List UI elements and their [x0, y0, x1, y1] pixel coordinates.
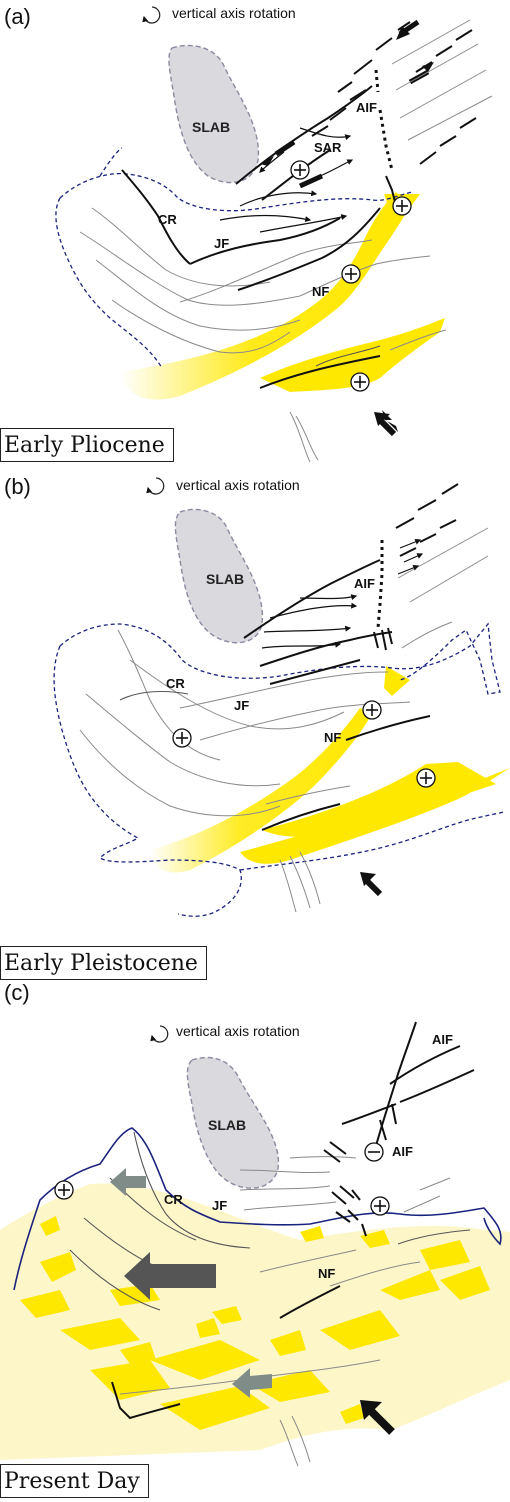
nf-label: NF: [324, 730, 341, 745]
yellow-wedge-top: [384, 666, 410, 696]
thrust-faults-b: [243, 483, 459, 831]
aif-fault-a: [374, 69, 394, 171]
panel-a: (a) vertical axis rotation SLAB: [4, 4, 493, 463]
panel-a-rotation-label: vertical axis rotation: [172, 5, 296, 21]
plus-circle-icon: [54, 1180, 74, 1200]
jf-label: JF: [214, 236, 229, 251]
nf-label: NF: [312, 284, 329, 299]
small-motion-arrow: [232, 1368, 272, 1398]
slab-label: SLAB: [192, 119, 230, 135]
aif-label: AIF: [354, 576, 375, 591]
nf-label: NF: [318, 1266, 335, 1281]
yellow-basin-1: [120, 192, 410, 400]
panel-c-label: (c): [4, 980, 30, 1005]
minus-circle-icon: [364, 1142, 384, 1162]
convergence-arrow-icon: [360, 1400, 395, 1435]
thin-faults-b: [79, 527, 489, 913]
age-label-panel-c: Present Day: [0, 1464, 149, 1498]
thrust-faults-c: [111, 1021, 475, 1420]
age-label-panel-a: Early Pliocene: [0, 428, 174, 462]
age-label-panel-b: Early Pleistocene: [0, 946, 207, 980]
coastline-c: [13, 1127, 502, 1291]
coastline-a-2: [99, 147, 123, 177]
plus-circle-icon: [290, 160, 310, 180]
sar-label: SAR: [314, 140, 342, 155]
plus-circle-icon: [416, 768, 436, 788]
aif-label-2: AIF: [392, 1144, 413, 1159]
yellow-basin-1: [150, 708, 372, 873]
aif-label: AIF: [432, 1032, 453, 1047]
cr-label: CR: [164, 1192, 183, 1207]
slab-body: [174, 508, 264, 644]
panel-b-label: (b): [4, 474, 31, 499]
cr-label: CR: [158, 212, 177, 227]
rotation-icon: [142, 6, 161, 24]
jf-label: JF: [234, 698, 249, 713]
pale-land: [0, 1183, 510, 1460]
coastline-b: [53, 622, 501, 917]
aif-fault-b-2: [373, 627, 393, 651]
convergence-arrow-icon: [374, 410, 398, 437]
slab-label: SLAB: [208, 1117, 246, 1133]
plus-circle-icon: [172, 728, 192, 748]
aif-fault-b: [376, 540, 384, 629]
panel-c-rotation-label: vertical axis rotation: [176, 1023, 300, 1039]
small-motion-arrow: [110, 1168, 146, 1196]
jf-label: JF: [212, 1198, 227, 1213]
rotation-icon: [150, 1025, 169, 1043]
panel-b: (b) vertical axis rotation SLAB: [4, 474, 510, 917]
plus-circle-icon: [392, 196, 412, 216]
ne-lines-a: [391, 19, 493, 141]
yellow-basin-3: [262, 762, 496, 837]
panel-b-rotation-label: vertical axis rotation: [176, 477, 300, 493]
rotation-arrows-b: [261, 538, 424, 649]
yellow-outcrops: [20, 1216, 490, 1430]
plus-circle-icon: [370, 1196, 390, 1216]
panel-c: (c) vertical axis rotation SLAB: [0, 980, 510, 1467]
cr-label: CR: [166, 676, 185, 691]
rotation-arrows-a: [219, 127, 354, 233]
rotation-icon: [146, 477, 165, 495]
slab-label: SLAB: [206, 571, 244, 587]
strike-slip-marks-c: [323, 1141, 355, 1223]
convergence-arrow-icon: [360, 872, 383, 897]
plus-circle-icon: [350, 372, 370, 392]
plus-circle-icon: [362, 700, 382, 720]
panel-a-label: (a): [4, 4, 31, 29]
aif-label: AIF: [356, 100, 377, 115]
coastline-a: [55, 172, 413, 369]
thrust-faults-a: [121, 21, 477, 389]
thin-faults-a: [79, 207, 447, 463]
big-motion-arrow: [124, 1252, 216, 1300]
slab-body: [186, 1056, 280, 1189]
slab-body: [168, 44, 260, 184]
plus-circle-icon: [341, 264, 361, 284]
